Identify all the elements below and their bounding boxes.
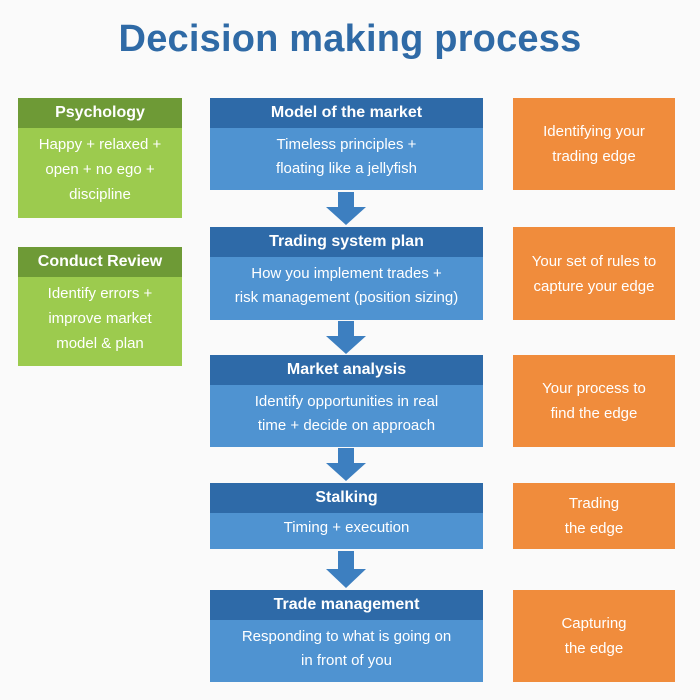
edge-line: trading edge	[552, 148, 636, 165]
step-trade-management: Trade management Responding to what is g…	[210, 590, 483, 682]
psychology-line: discipline	[69, 186, 131, 203]
step-line: Identify opportunities in real	[254, 393, 439, 410]
edge-line: Your process to	[542, 380, 646, 397]
step-market-analysis: Market analysis Identify opportunities i…	[210, 355, 483, 447]
edge-box: Capturing the edge	[513, 590, 675, 682]
edge-line: Capturing	[561, 615, 627, 632]
psychology-line: Happy + relaxed +	[38, 136, 162, 153]
step-heading: Trading system plan	[210, 227, 483, 257]
conduct-review-line: model & plan	[56, 335, 144, 352]
psychology-line: open + no ego +	[45, 161, 155, 178]
down-arrow-icon	[326, 321, 366, 354]
conduct-review-box: Conduct Review Identify errors + improve…	[18, 247, 182, 366]
down-arrow-icon	[326, 448, 366, 481]
edge-line: find the edge	[550, 405, 638, 422]
step-trading-system-plan: Trading system plan How you implement tr…	[210, 227, 483, 320]
step-line: Timing + execution	[283, 519, 410, 536]
step-line: time + decide on approach	[257, 417, 436, 434]
edge-line: Your set of rules to	[531, 252, 657, 270]
down-arrow-icon	[326, 551, 366, 588]
conduct-review-line: Identify errors +	[47, 285, 153, 302]
step-line: Timeless principles +	[276, 136, 417, 153]
step-heading: Stalking	[210, 483, 483, 513]
conduct-review-line: improve market	[48, 310, 152, 327]
edge-line: capture your edge	[533, 277, 655, 295]
edge-line: the edge	[564, 520, 624, 537]
edge-line: the edge	[564, 640, 624, 657]
step-heading: Model of the market	[210, 98, 483, 128]
psychology-heading: Psychology	[18, 98, 182, 128]
edge-line: Trading	[568, 495, 620, 512]
step-model-of-the-market: Model of the market Timeless principles …	[210, 98, 483, 190]
step-stalking: Stalking Timing + execution	[210, 483, 483, 549]
edge-box: Trading the edge	[513, 483, 675, 549]
page-title: Decision making process	[118, 18, 582, 60]
step-heading: Trade management	[210, 590, 483, 620]
step-line: in front of you	[301, 652, 392, 669]
edge-box: Your set of rules to capture your edge	[513, 227, 675, 320]
step-line: floating like a jellyfish	[276, 160, 417, 177]
psychology-box: Psychology Happy + relaxed + open + no e…	[18, 98, 182, 218]
edge-line: Identifying your	[543, 123, 645, 140]
edge-box: Your process to find the edge	[513, 355, 675, 447]
step-line: risk management (position sizing)	[234, 289, 459, 306]
down-arrow-icon	[326, 192, 366, 225]
step-heading: Market analysis	[210, 355, 483, 385]
step-line: How you implement trades +	[251, 265, 442, 282]
step-line: Responding to what is going on	[241, 628, 452, 645]
conduct-review-heading: Conduct Review	[18, 247, 182, 277]
edge-box: Identifying your trading edge	[513, 98, 675, 190]
